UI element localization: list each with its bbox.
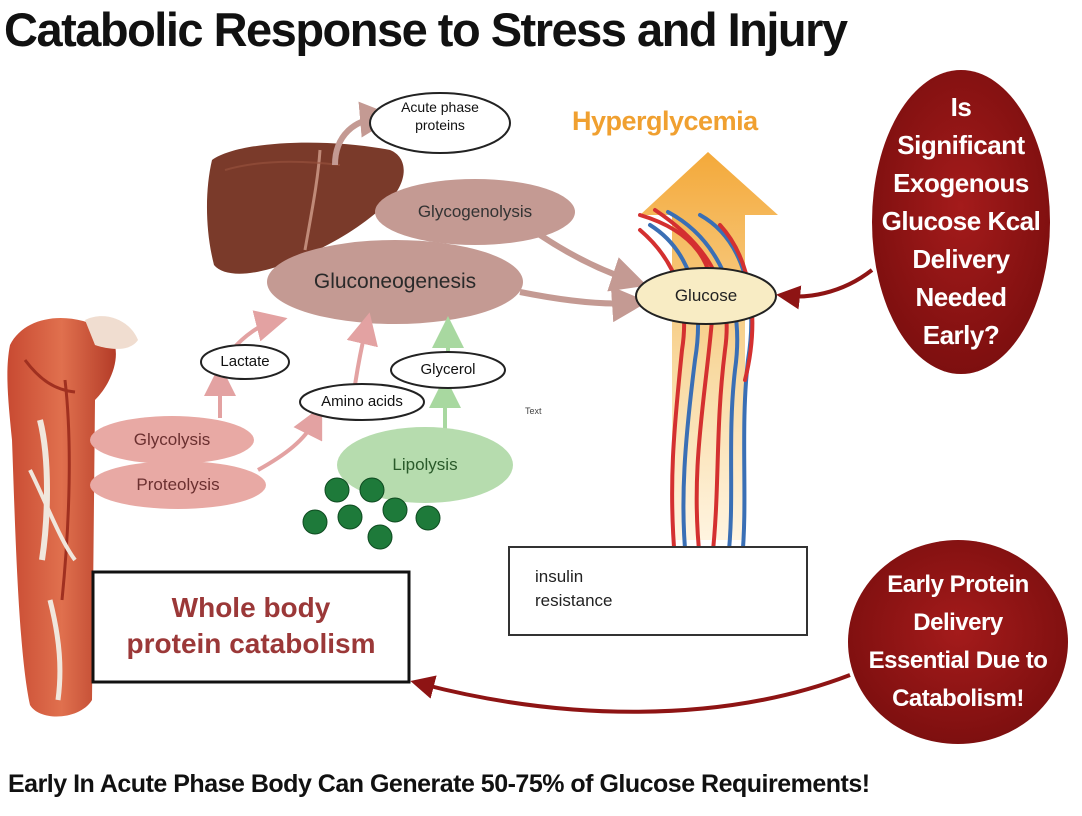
glucose-flow-arrows: [519, 232, 648, 323]
glycolysis-oval: [90, 416, 254, 464]
proteolysis-label: Proteolysis: [136, 475, 220, 494]
fat-cells: [302, 477, 441, 550]
glucose-question-callout: [872, 70, 1050, 374]
whole-body-label: Whole body protein catabolism: [126, 592, 376, 659]
insulin-resistance-box: [508, 546, 808, 636]
lactate-oval: [200, 344, 290, 380]
glycerol-oval: [390, 351, 506, 389]
liver-illustration: [206, 142, 404, 274]
muscle-arm-illustration: [7, 316, 138, 717]
page-title: Catabolic Response to Stress and Injury: [4, 3, 848, 56]
glycolysis-label: Glycolysis: [133, 430, 211, 449]
insulin-resistance-label: insulin resistance: [535, 567, 613, 610]
proteolysis-oval: [90, 461, 266, 509]
protein-callout-arrow: [410, 673, 851, 714]
glucose-callout-arrow: [776, 268, 874, 310]
substrate-arrows: [204, 310, 378, 472]
text-placeholder: Text: [525, 406, 542, 416]
glucose-question-text: Is Significant Exogenous Glucose Kcal De…: [881, 92, 1041, 350]
glycerol-label: Glycerol: [420, 361, 476, 378]
acute-phase-oval: [369, 92, 511, 154]
whole-body-box: [91, 570, 411, 684]
protein-delivery-callout: [848, 540, 1068, 744]
footer-statement: Early In Acute Phase Body Can Generate 5…: [8, 770, 870, 798]
glucose-label: Glucose: [674, 286, 738, 305]
acute-phase-proteins-label: Acute phase proteins: [401, 99, 479, 133]
glycogenolysis-label: Glycogenolysis: [417, 202, 533, 221]
amino-acids-label: Amino acids: [321, 393, 403, 410]
glycogenolysis-oval: [375, 179, 575, 245]
protein-delivery-text: Early Protein Delivery Essential Due to …: [868, 571, 1048, 712]
gluconeogenesis-label: Gluconeogenesis: [313, 270, 477, 293]
hyperglycemia-label: Hyperglycemia: [572, 106, 758, 136]
gluconeogenesis-oval: [267, 240, 523, 324]
amino-acids-oval: [299, 383, 425, 421]
glucose-oval: [635, 267, 777, 325]
lipolysis-label: Lipolysis: [392, 455, 458, 474]
lactate-label: Lactate: [220, 353, 270, 370]
